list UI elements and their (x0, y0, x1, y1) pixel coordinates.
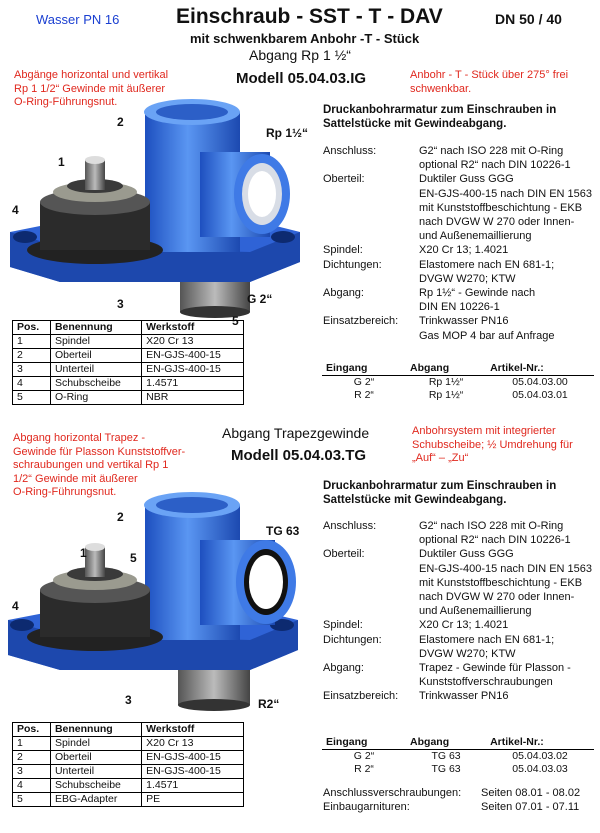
inlet-label-1: G 2“ (247, 292, 273, 306)
callout-1: 1 (80, 546, 87, 560)
spec-key: Einsatzbereich: (323, 690, 399, 703)
callout-1: 1 (58, 155, 65, 169)
nominal-size: DN 50 / 40 (495, 11, 562, 27)
spec-value: Elastomere nach EN 681-1;DVGW W270; KTW (419, 258, 555, 285)
model-name-1: Modell 05.04.03.IG (236, 70, 367, 87)
note-left-1: Abgänge horizontal und vertikal Rp 1 1/2… (14, 69, 169, 108)
spec-row: Spindel: X20 Cr 13; 1.4021 (323, 618, 598, 632)
callout-3: 3 (125, 693, 132, 707)
spec-value: Elastomere nach EN 681-1;DVGW W270; KTW (419, 633, 555, 660)
table-row: R 2“Rp 1½“05.04.03.01 (354, 389, 568, 401)
col-pos: Pos. (12, 722, 51, 737)
spec-key: Abgang: (323, 287, 364, 300)
description-heading-1: Druckanbohrarmatur zum Einschrauben in S… (323, 104, 557, 130)
outlet-label-1: Rp 1½“ (266, 126, 309, 140)
page-subtitle: mit schwenkbarem Anbohr -T - Stück (190, 31, 420, 46)
abgang-line-1: Abgang Rp 1 ½“ (249, 47, 351, 63)
spec-row: Dichtungen: Elastomere nach EN 681-1;DVGW… (323, 258, 598, 286)
callout-4: 4 (12, 599, 19, 613)
spec-key: Abgang: (323, 662, 364, 675)
col-pos: Pos. (12, 320, 51, 335)
callout-3: 3 (117, 297, 124, 311)
spec-value: X20 Cr 13; 1.4021 (419, 619, 509, 632)
spec-key: Anschluss: (323, 520, 377, 532)
col-werkstoff: Werkstoff (141, 722, 244, 737)
col-benennung: Benennung (49, 722, 143, 737)
col-werkstoff: Werkstoff (141, 320, 244, 335)
outlet-label-2: TG 63 (266, 524, 300, 538)
spec-row: Abgang: Trapez - Gewinde für Plasson -Kun… (323, 661, 598, 689)
spec-key: Einsatzbereich: (323, 315, 399, 328)
spec-key: Spindel: (323, 244, 363, 257)
callout-2: 2 (117, 115, 124, 129)
col-benennung: Benennung (49, 320, 143, 335)
spec-key: Dichtungen: (323, 633, 382, 646)
callout-5: 5 (130, 551, 137, 565)
spec-key: Spindel: (323, 619, 363, 632)
valve-illustration-ig (10, 99, 300, 318)
reference-footer: Anschlussverschraubungen:Seiten 08.01 - … (323, 787, 581, 813)
pressure-rating: Wasser PN 16 (36, 12, 120, 27)
spec-row: Spindel: X20 Cr 13; 1.4021 (323, 243, 598, 257)
spec-value: Trapez - Gewinde für Plasson -Kunststoff… (419, 662, 571, 689)
spec-row: Dichtungen: Elastomere nach EN 681-1;DVGW… (323, 633, 598, 661)
table-row: G 2“Rp 1½“05.04.03.00 (353, 376, 568, 388)
note-right-2: Anbohrsystem mit integrierter Schubschei… (412, 425, 573, 464)
inlet-label-2: R2“ (258, 697, 280, 711)
article-table-1: Eingang Abgang Artikel-Nr.: G 2“Rp 1½“05… (322, 361, 594, 402)
model-name-2: Modell 05.04.03.TG (231, 447, 367, 464)
description-heading-2: Druckanbohrarmatur zum Einschrauben in S… (323, 480, 557, 506)
spec-row: Einsatzbereich: Trinkwasser PN16 (323, 689, 598, 703)
abgang-line-2: Abgang Trapezgewinde (222, 425, 370, 441)
page-title: Einschraub - SST - T - DAV (176, 5, 443, 28)
spec-key: Anschluss: (323, 145, 377, 157)
note-right-1: Anbohr - T - Stück über 275° frei schwen… (410, 69, 569, 95)
callout-2: 2 (117, 510, 124, 524)
spec-key: Oberteil: (323, 173, 365, 186)
spec-key: Dichtungen: (323, 258, 382, 271)
spec-value: Trinkwasser PN16 (419, 690, 509, 703)
callout-4: 4 (12, 203, 19, 217)
valve-illustration-tg (8, 492, 298, 711)
spec-value: X20 Cr 13; 1.4021 (419, 244, 509, 257)
note-left-2: Abgang horizontal Trapez - Gewinde für P… (13, 432, 186, 498)
spec-key: Oberteil: (323, 548, 365, 561)
